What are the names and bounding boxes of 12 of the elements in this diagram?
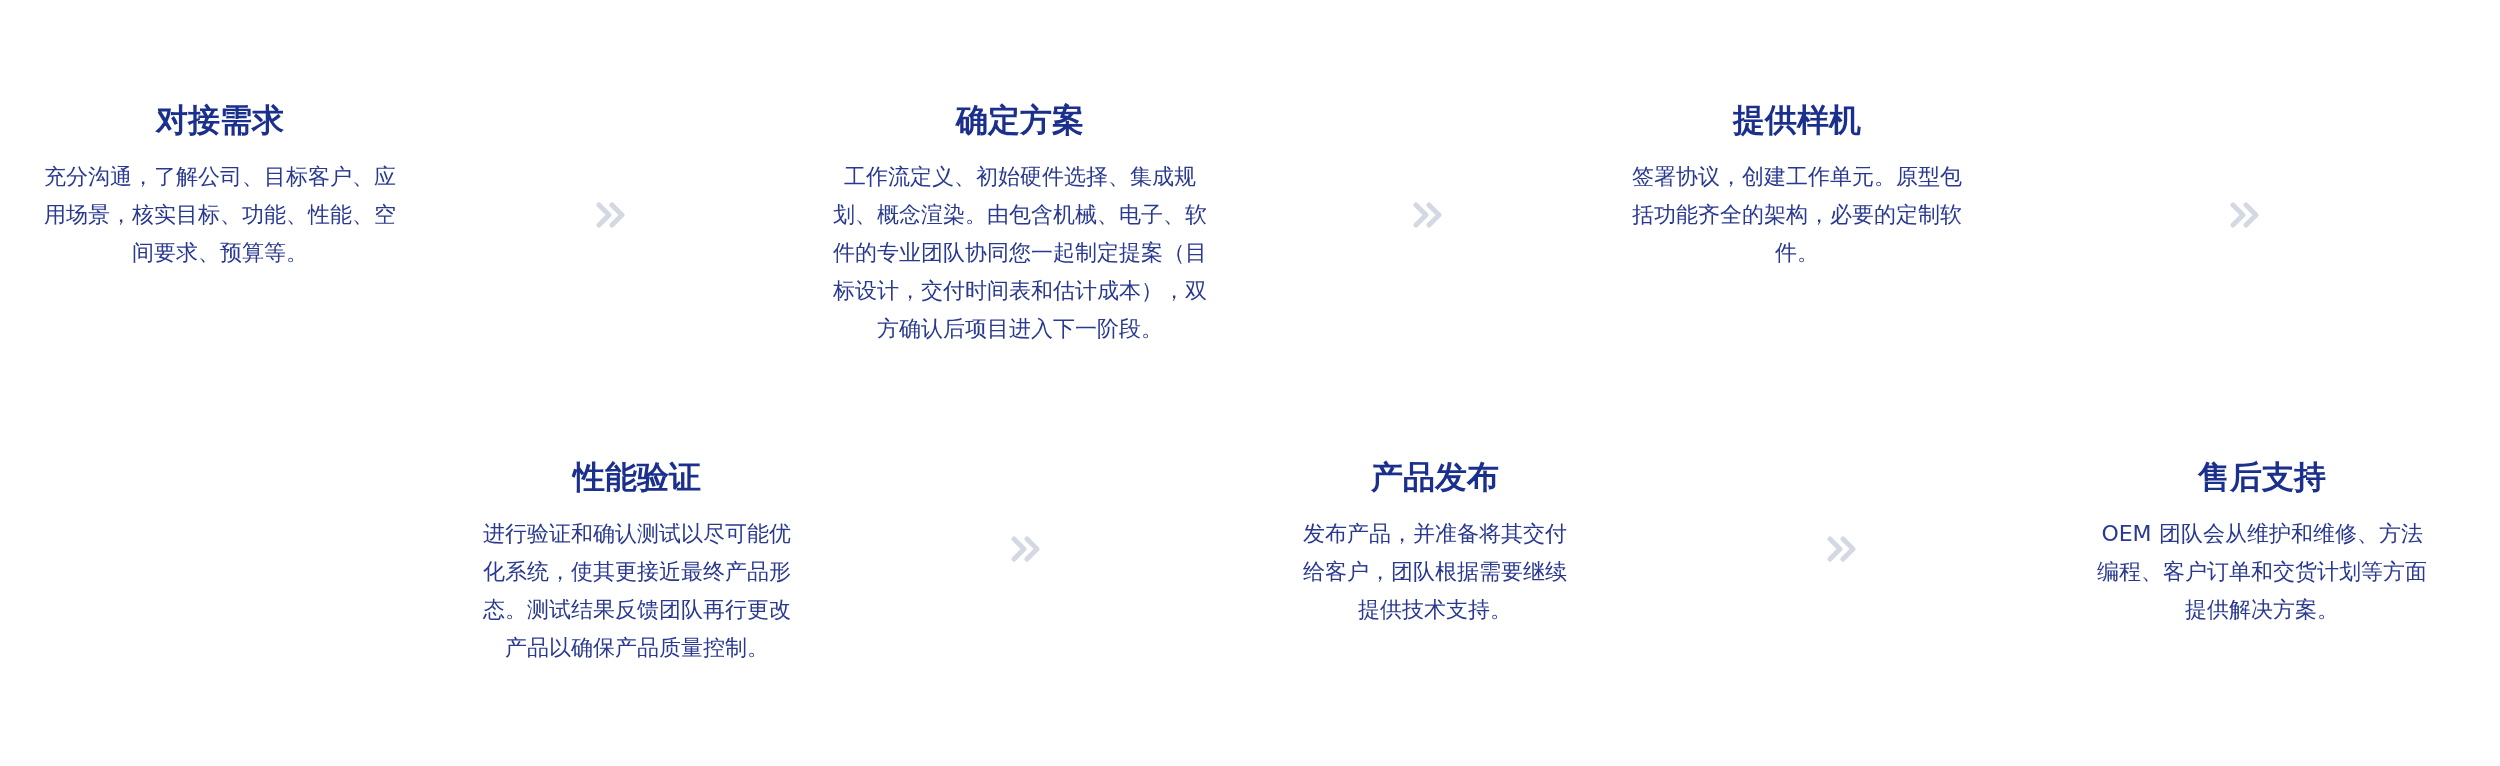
step-description: 进行验证和确认测试以尽可能优化系统，使其更接近最终产品形态。测试结果反馈团队再行更改产品以确保产品质量控制。 [482, 520, 792, 662]
step-title: 确定方案 [956, 100, 1084, 141]
step-description: 发布产品，并准备将其交付给客户，团队根据需要继续提供技术支持。 [1302, 520, 1568, 624]
step-title: 售后支持 [2198, 457, 2326, 498]
step-title: 对接需求 [156, 100, 284, 141]
step-title: 提供样机 [1733, 100, 1861, 141]
step-title: 产品发布 [1371, 457, 1499, 498]
step-description: OEM 团队会从维护和维修、方法编程、客户订单和交货计划等方面提供解决方案。 [2096, 520, 2428, 624]
step-title: 性能验证 [573, 457, 701, 498]
step-description: 充分沟通，了解公司、目标客户、应用场景，核实目标、功能、性能、空间要求、预算等。 [43, 163, 397, 267]
step-description: 签署协议，创建工作单元。原型包括功能齐全的架构，必要的定制软件。 [1631, 163, 1963, 267]
step-description: 工作流定义、初始硬件选择、集成规划、概念渲染。由包含机械、电子、软件的专业团队协同您一起制定提案（目标设计，交付时间表和估计成本），双方确认后项目进入下一阶段。 [832, 163, 1208, 343]
